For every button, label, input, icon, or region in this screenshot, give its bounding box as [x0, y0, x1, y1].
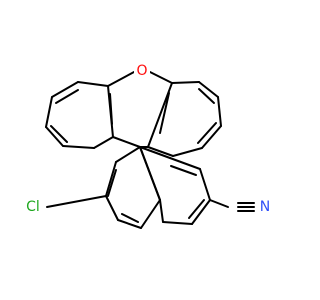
nitrogen-label-background — [256, 198, 274, 216]
bond-27 — [117, 219, 142, 229]
nitrogen-atom-label: N — [260, 199, 270, 215]
oxygen-label-background — [134, 62, 150, 80]
bond-12 — [201, 125, 222, 149]
bond-14 — [198, 81, 219, 98]
bond-38 — [159, 199, 164, 223]
bond-32 — [139, 146, 161, 201]
bond-33 — [139, 146, 171, 159]
bond-31 — [121, 213, 139, 223]
bond-39 — [170, 165, 197, 176]
bond-42 — [209, 199, 229, 208]
bond-11 — [172, 147, 203, 157]
bond-18 — [198, 88, 215, 104]
chemical-structure-diagram: O Cl N — [20, 62, 274, 229]
bond-9 — [109, 93, 113, 125]
bond-20 — [107, 71, 135, 87]
bond-26 — [105, 195, 119, 221]
bond-28 — [140, 199, 161, 229]
bond-35 — [199, 168, 211, 201]
bond-0 — [93, 136, 114, 149]
bond-40 — [188, 199, 205, 219]
bond-37 — [162, 221, 193, 225]
bond-30 — [107, 169, 117, 197]
bond-10 — [147, 146, 174, 157]
bond-2 — [45, 126, 64, 147]
bond-4 — [51, 81, 79, 98]
bond-7 — [50, 125, 68, 143]
bond-3 — [45, 96, 53, 128]
bond-5 — [77, 81, 109, 87]
bond-22 — [112, 136, 141, 148]
bonds-layer — [45, 71, 255, 229]
chlorine-atom-label: Cl — [26, 199, 40, 215]
chlorine-label-background — [20, 198, 45, 216]
bond-36 — [191, 199, 211, 225]
atom-labels-layer: O Cl N — [20, 62, 274, 216]
bond-13 — [217, 96, 222, 127]
bond-21 — [149, 71, 173, 84]
bond-17 — [197, 122, 217, 144]
bond-19 — [159, 92, 170, 134]
bond-34 — [169, 157, 201, 170]
bond-15 — [171, 81, 200, 84]
oxygen-atom-label: O — [136, 63, 147, 79]
bond-24 — [115, 146, 141, 163]
bond-8 — [55, 89, 79, 104]
bond-41 — [46, 195, 107, 208]
bond-25 — [105, 161, 117, 197]
bond-1 — [62, 145, 95, 149]
